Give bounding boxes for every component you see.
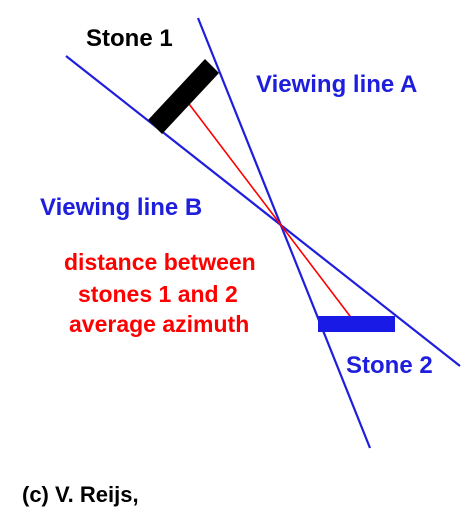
- stone-1-shape: [148, 59, 219, 134]
- copyright-label: (c) V. Reijs,: [22, 482, 139, 507]
- stone-1-label: Stone 1: [86, 25, 173, 52]
- viewing-line-a: [196, 17, 372, 449]
- viewing-line-b: [65, 55, 461, 367]
- average-azimuth-label: average azimuth: [69, 311, 249, 337]
- viewing-line-a-label: Viewing line A: [256, 71, 417, 98]
- stone-2-shape: [318, 316, 395, 332]
- average-azimuth-line: [182, 95, 357, 325]
- distance-between-label: distance between: [64, 249, 256, 275]
- viewing-line-b-label: Viewing line B: [40, 194, 202, 221]
- stones-1-and-2-label: stones 1 and 2: [78, 281, 238, 307]
- stone-2-label: Stone 2: [346, 352, 433, 379]
